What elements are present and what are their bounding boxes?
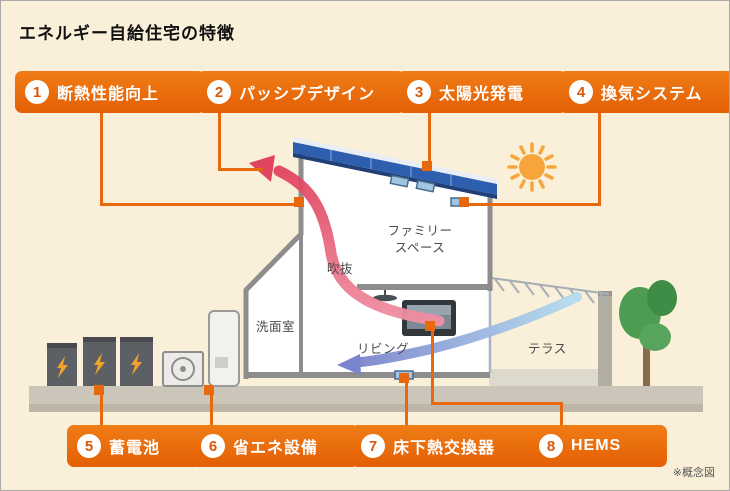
connector-line-8 xyxy=(560,405,563,425)
feature-number-badge: 4 xyxy=(569,80,593,104)
cool-air-arrow xyxy=(337,292,582,375)
feature-label-solar-power: 3 太陽光発電 xyxy=(397,71,567,113)
connector-line-4 xyxy=(598,113,601,206)
room-label-terrace: テラス xyxy=(528,342,567,356)
room-label-atrium: 吹抜 xyxy=(327,262,354,276)
feature-number-badge: 7 xyxy=(361,434,385,458)
conceptual-diagram-note: ※概念図 xyxy=(672,467,715,479)
connector-line-4 xyxy=(465,203,601,206)
feature-label-insulation: 1 断熱性能向上 xyxy=(15,71,205,113)
feature-label-passive-design: 2 パッシブデザイン xyxy=(197,71,405,113)
feature-label-text: パッシブデザイン xyxy=(239,86,376,103)
ground-strip xyxy=(29,386,703,412)
feature-label-hems: 8 HEMS xyxy=(529,425,667,467)
feature-label-ventilation: 4 換気システム xyxy=(559,71,729,113)
connector-marker-8 xyxy=(425,321,435,331)
connector-line-6 xyxy=(210,391,213,425)
feature-number-badge: 2 xyxy=(207,80,231,104)
feature-label-text: 蓄電池 xyxy=(109,440,161,457)
connector-line-2 xyxy=(218,113,221,171)
feature-label-text: 床下熱交換器 xyxy=(393,440,496,457)
feature-label-text: 太陽光発電 xyxy=(439,86,525,103)
room-label-washroom: 洗面室 xyxy=(256,320,296,334)
ceiling-fan-icon xyxy=(373,290,397,302)
feature-number-badge: 3 xyxy=(407,80,431,104)
connector-line-7 xyxy=(405,383,408,425)
feature-label-text: 断熱性能向上 xyxy=(57,86,160,103)
connector-line-8 xyxy=(431,331,434,405)
connector-marker-1 xyxy=(294,197,304,207)
connector-line-1 xyxy=(100,113,103,206)
feature-label-text: 換気システム xyxy=(601,86,703,103)
feature-label-text: 省エネ設備 xyxy=(233,440,319,457)
feature-number-badge: 6 xyxy=(201,434,225,458)
room-label-living: リビング xyxy=(357,342,410,356)
connector-line-5 xyxy=(100,391,103,425)
terrace-shade-louvers xyxy=(490,277,610,305)
connector-line-3 xyxy=(428,113,431,167)
battery-units xyxy=(47,337,153,386)
connector-marker-4 xyxy=(459,197,469,207)
tree-icon xyxy=(619,280,677,386)
feature-label-text: HEMS xyxy=(571,437,622,454)
feature-label-energy-saving: 6 省エネ設備 xyxy=(191,425,359,467)
connector-marker-5 xyxy=(94,385,104,395)
connector-line-1 xyxy=(100,203,300,206)
feature-number-badge: 5 xyxy=(77,434,101,458)
feature-number-badge: 8 xyxy=(539,434,563,458)
connector-marker-3 xyxy=(422,161,432,171)
feature-number-badge: 1 xyxy=(25,80,49,104)
terrace-structure xyxy=(489,277,612,386)
feature-label-battery: 5 蓄電池 xyxy=(67,425,201,467)
feature-label-underfloor-heat-exchanger: 7 床下熱交換器 xyxy=(351,425,539,467)
sun-icon xyxy=(507,142,557,192)
water-tank-unit xyxy=(208,310,240,387)
connector-marker-6 xyxy=(204,385,214,395)
connector-line-2 xyxy=(218,168,263,171)
connector-line-8 xyxy=(431,402,563,405)
heat-pump-unit xyxy=(162,351,204,387)
room-label-family-space: ファミリー スペース xyxy=(387,224,453,255)
connector-marker-7 xyxy=(399,373,409,383)
page-title: エネルギー自給住宅の特徴 xyxy=(19,24,235,43)
